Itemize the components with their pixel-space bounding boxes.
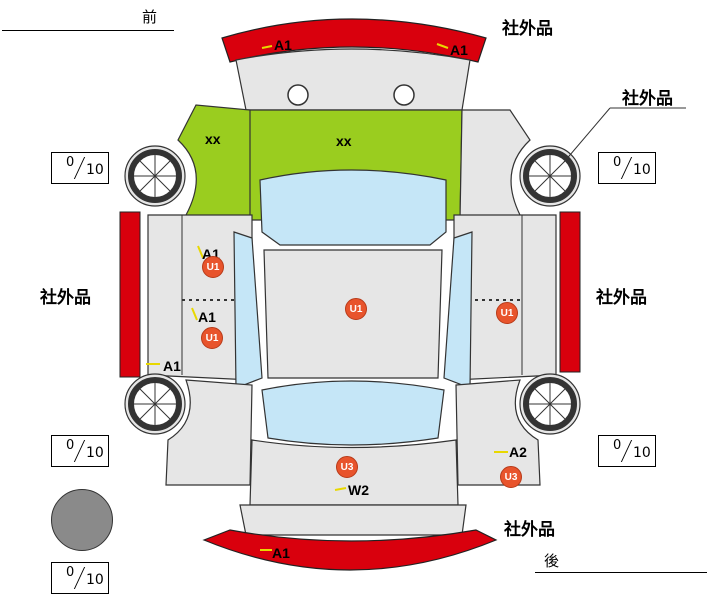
aftermarket-mirror-label: 社外品 [622,89,673,109]
tire-spare-box: 0 10 [51,562,109,594]
tire-rear-right-max: 10 [633,445,651,461]
rear-panel [239,504,467,536]
tire-rear-right-slash [620,440,633,462]
tire-front-left-slash [73,157,86,179]
front-direction-label: 前 [142,8,158,26]
rear-bumper [202,529,498,571]
tire-spare-value: 0 [66,565,75,580]
damage-code-left-fender: xx [205,131,221,147]
badge-trunk: U3 [336,456,358,478]
tire-front-right-slash [620,157,633,179]
damage-code-left-rear-door: A1 [198,309,216,325]
tire-front-right-box: 0 10 [598,152,656,184]
tire-front-left-box: 0 10 [51,152,109,184]
damage-code-hood: xx [336,133,352,149]
badge-right-quarter: U3 [500,466,522,488]
wheel-rear-left [124,373,186,435]
right-front-fender [459,109,531,221]
badge-left-front-door: U1 [202,256,224,278]
front-underline [2,30,174,31]
tire-front-left-max: 10 [86,162,104,178]
wheel-rear-right [519,373,581,435]
rear-underline [535,572,707,573]
mirror-leader [563,107,611,163]
left-side-moulding [119,211,141,378]
aftermarket-right-side-label: 社外品 [596,288,647,308]
wheel-front-right [519,145,581,207]
tire-rear-left-max: 10 [86,445,104,461]
aftermarket-front-bumper-label: 社外品 [502,19,553,39]
damage-code-front-bumper-left: A1 [274,37,292,53]
tire-rear-right-box: 0 10 [598,435,656,467]
tire-rear-left-box: 0 10 [51,435,109,467]
headlight-left [287,84,309,106]
tire-spare-slash [73,567,86,589]
aftermarket-rear-bumper-label: 社外品 [504,520,555,540]
badge-right-rear-door: U1 [496,302,518,324]
left-side-window [233,231,263,389]
rear-direction-label: 後 [544,552,560,570]
damage-code-right-quarter: A2 [509,444,527,460]
aftermarket-left-side-label: 社外品 [40,288,91,308]
damage-code-rear-bumper: A1 [272,545,290,561]
spare-tire-icon [51,489,113,551]
tire-spare-max: 10 [86,572,104,588]
badge-roof: U1 [345,298,367,320]
tire-front-right-value: 0 [613,155,622,170]
tire-rear-left-value: 0 [66,438,75,453]
right-side-moulding [559,211,581,373]
tire-rear-right-value: 0 [613,438,622,453]
front-grille [235,48,471,111]
left-front-fender [177,104,251,221]
damage-code-left-rocker: A1 [163,358,181,374]
left-rear-quarter [165,379,253,486]
damage-tick-marks [146,43,508,551]
tire-rear-left-slash [73,440,86,462]
windshield [259,169,447,246]
front-bumper [221,18,487,63]
right-side-window [443,231,473,389]
wheel-front-left [124,145,186,207]
right-rear-quarter [455,379,541,486]
badge-left-rear-door: U1 [201,327,223,349]
damage-code-front-bumper-right: A1 [450,42,468,58]
tire-front-right-max: 10 [633,162,651,178]
headlight-right [393,84,415,106]
damage-code-trunk: W2 [348,482,369,498]
tire-front-left-value: 0 [66,155,75,170]
rear-window [261,380,445,446]
